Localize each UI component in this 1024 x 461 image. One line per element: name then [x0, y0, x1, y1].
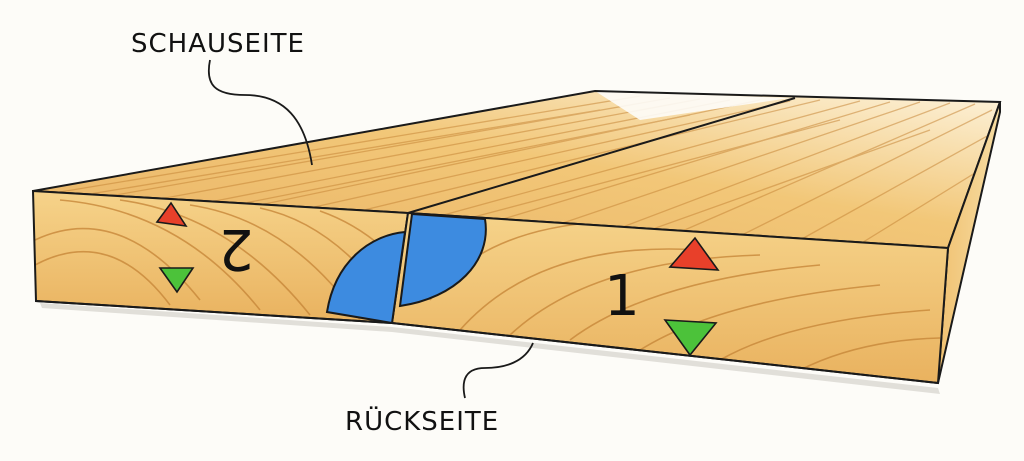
board-1-number: 1 — [604, 264, 640, 329]
rueckseite-leader-line — [464, 343, 533, 398]
board-2-number: 2 — [218, 216, 254, 281]
schauseite-label: SCHAUSEITE — [131, 29, 305, 59]
rueckseite-label: RÜCKSEITE — [345, 405, 499, 437]
